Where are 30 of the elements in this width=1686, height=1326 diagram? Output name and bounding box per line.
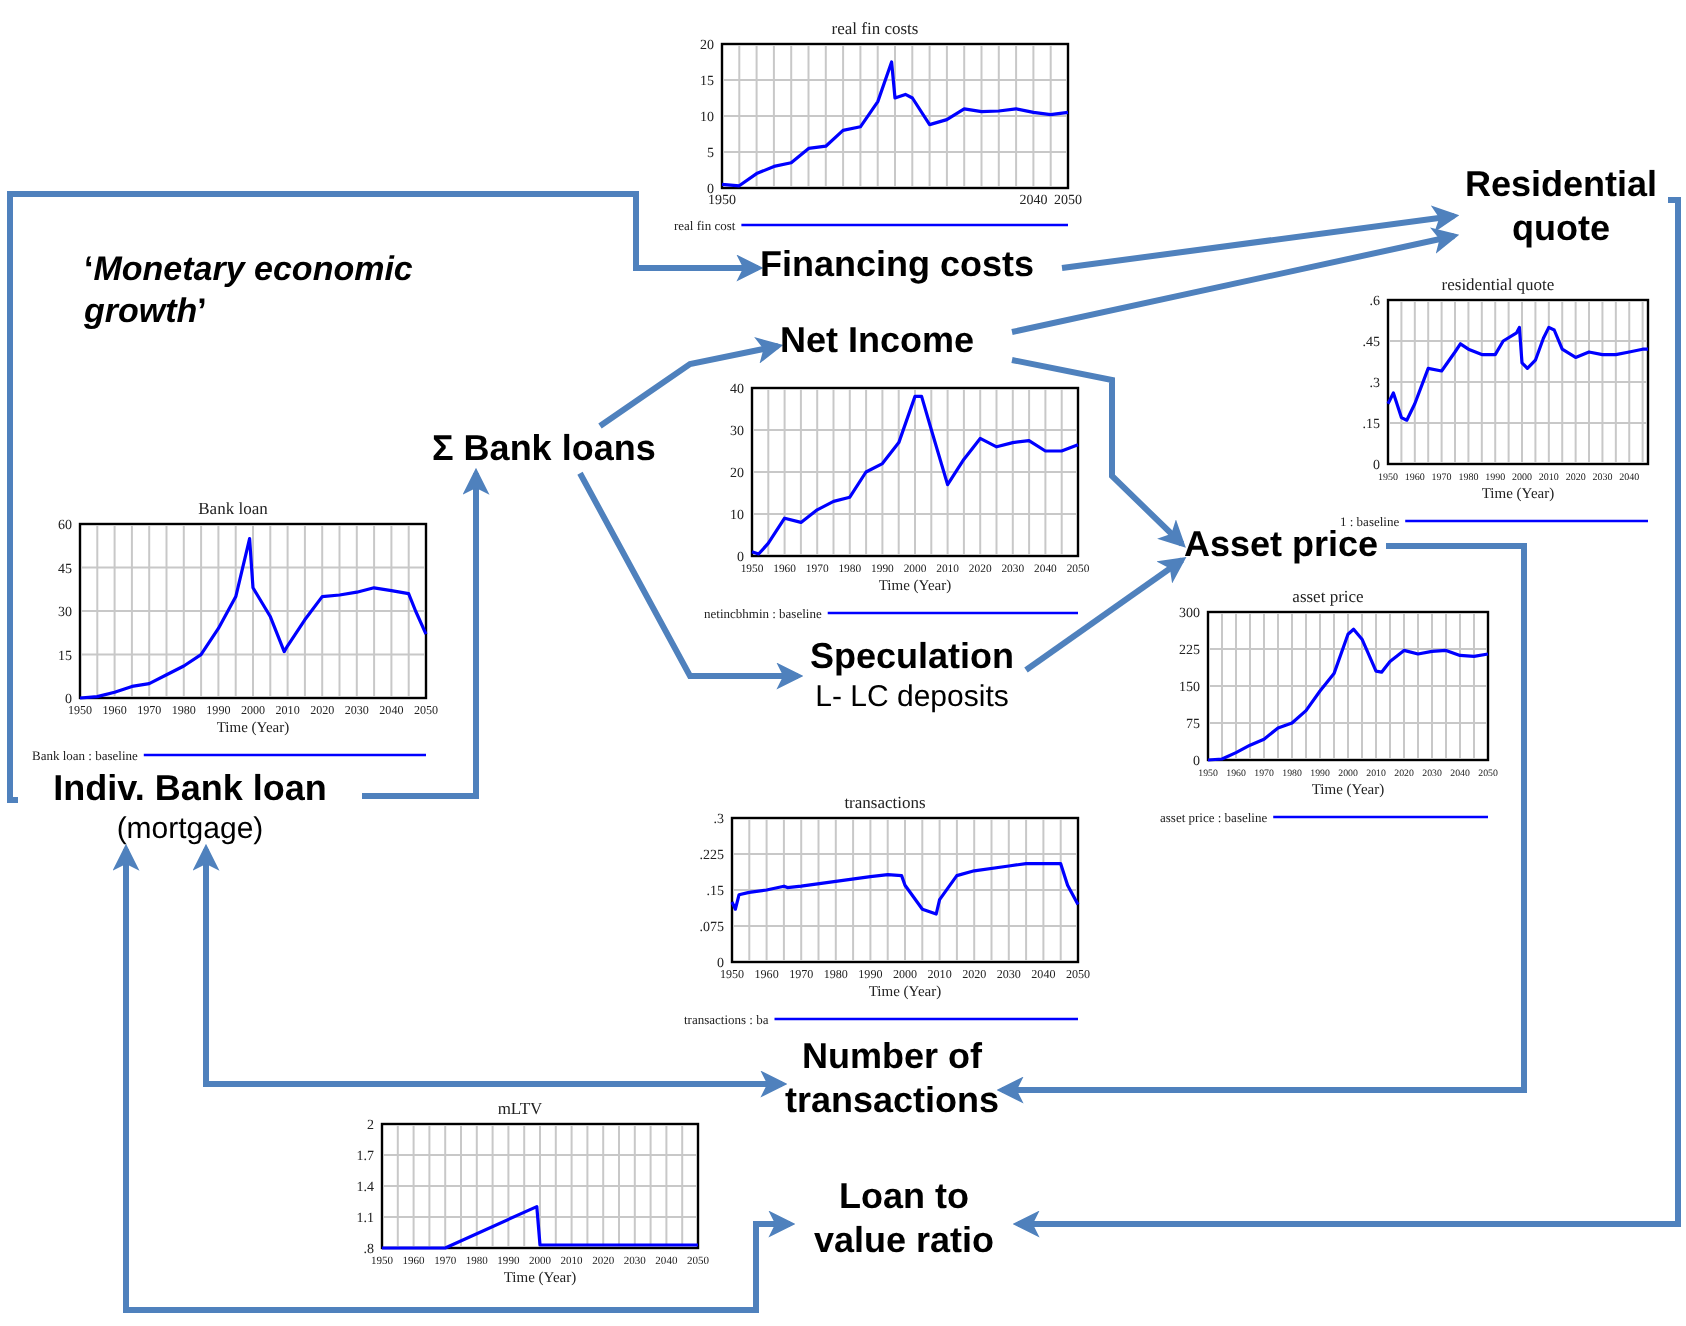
node-label: Net Income [780, 320, 1010, 364]
arrow [996, 543, 1527, 1104]
chart-title: transactions [844, 792, 926, 812]
arrow [1061, 205, 1460, 271]
arrow [577, 471, 804, 690]
arrow [1011, 227, 1460, 335]
edge-label: ‘Monetary economic growth’ [84, 248, 415, 333]
arrow [7, 191, 764, 803]
node-label: Speculation [807, 636, 1016, 680]
node-sublabel: (mortgage) [114, 811, 266, 848]
arrow [192, 843, 788, 1098]
node-sublabel: L- LC deposits [813, 679, 1011, 716]
node-label: Financing costs [760, 244, 1060, 288]
arrow [1011, 357, 1186, 548]
chart-title: residential quote [1441, 274, 1555, 294]
node-label: Σ Bank loans [432, 428, 656, 472]
node-label: Indiv. Bank loan [51, 768, 329, 812]
chart-title: real fin costs [831, 18, 919, 38]
arrow [362, 467, 490, 799]
node-label: Loan to value ratio [792, 1176, 1016, 1263]
node-label: Number of transactions [784, 1036, 1000, 1123]
arrow [1012, 197, 1681, 1238]
chart-title: mLTV [497, 1098, 543, 1118]
node-label: Residential quote [1456, 164, 1666, 251]
node-label: Asset price [1184, 524, 1384, 568]
arrow [1024, 556, 1187, 673]
chart-title: Bank loan [198, 498, 268, 518]
chart-title: asset price [1292, 586, 1364, 606]
arrow [598, 337, 784, 429]
arrow [112, 843, 796, 1313]
